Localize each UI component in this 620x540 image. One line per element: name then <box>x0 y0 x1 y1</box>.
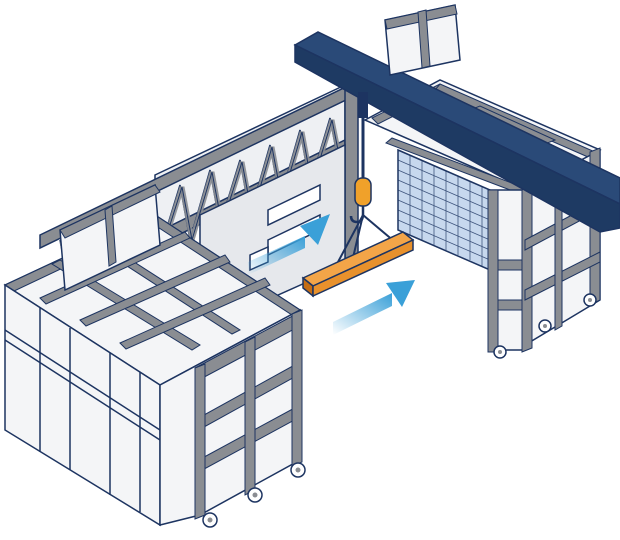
wheel-icon <box>202 512 218 528</box>
overhead-crane-beam <box>293 31 620 233</box>
left-module <box>3 183 306 528</box>
crane-trolley <box>358 92 368 118</box>
rear-upper-frame <box>384 4 461 76</box>
wheel-icon <box>290 462 306 478</box>
wheel-icon <box>583 293 597 307</box>
suspended-load <box>301 231 415 298</box>
wheel-icon <box>493 345 507 359</box>
middle-wall-window-1 <box>267 183 321 227</box>
crane-hoist <box>301 115 415 298</box>
wire-grid-panel <box>397 148 491 272</box>
wheel-icon <box>247 487 263 503</box>
arrow-right-icon <box>248 214 330 275</box>
wheel-icon <box>538 319 552 333</box>
beam-side <box>294 43 620 233</box>
hook-icon <box>349 177 372 224</box>
arrow-right-icon <box>333 280 415 335</box>
